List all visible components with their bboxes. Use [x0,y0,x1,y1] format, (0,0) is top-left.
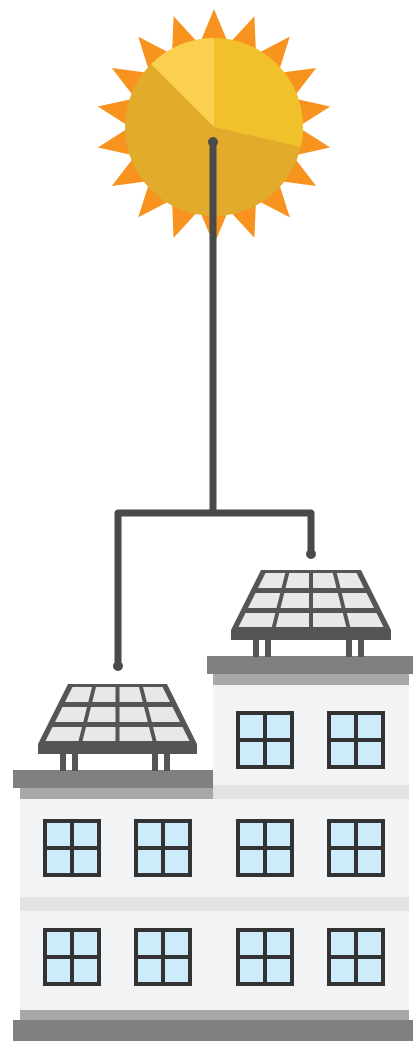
solar-panel-icon [38,684,197,771]
ground-trim [20,1010,409,1020]
upper-roof-trim [213,674,409,685]
panel-leg [152,754,158,771]
window-transom [236,738,294,742]
panel-cell [276,613,309,627]
floor-band-2 [20,897,409,911]
panel-base [38,744,197,754]
window [43,928,101,986]
panel-cell [83,727,116,741]
panel-cell [281,593,310,608]
panel-cell [87,707,115,722]
window-transom [43,846,101,850]
ground-base [13,1020,413,1041]
window-transom [134,955,192,959]
window-transom [327,955,385,959]
panel-leg [164,754,170,771]
panel-leg [358,640,364,657]
panel-leg [72,754,78,771]
panel-leg [346,640,352,657]
panel-cell [313,573,337,588]
panel-base [231,630,391,640]
panel-cell [120,687,143,702]
window-transom [327,738,385,742]
window-transom [327,846,385,850]
upper-roof [207,656,413,674]
window-transom [43,955,101,959]
panel-cell [120,727,153,741]
window [134,928,192,986]
window-transom [134,846,192,850]
cable-end-left-panel [113,661,123,671]
window [236,819,294,877]
window [327,928,385,986]
panel-cell [286,573,310,588]
panel-cell [92,687,115,702]
window-transom [236,846,294,850]
panel-cell [313,613,346,627]
lower-roof-trim [20,788,213,799]
panel-cell [120,707,148,722]
panel-leg [253,640,259,657]
panel-leg [265,640,271,657]
window [327,819,385,877]
solar-panel-icon [231,570,391,657]
window [236,711,294,769]
window [43,819,101,877]
cable-end-right-panel [306,549,316,559]
window-transom [236,955,294,959]
cable-end-sun [208,137,218,147]
panel-cell [313,593,342,608]
panel-leg [60,754,66,771]
lower-roof [13,770,213,788]
window [236,928,294,986]
window [327,711,385,769]
window [134,819,192,877]
